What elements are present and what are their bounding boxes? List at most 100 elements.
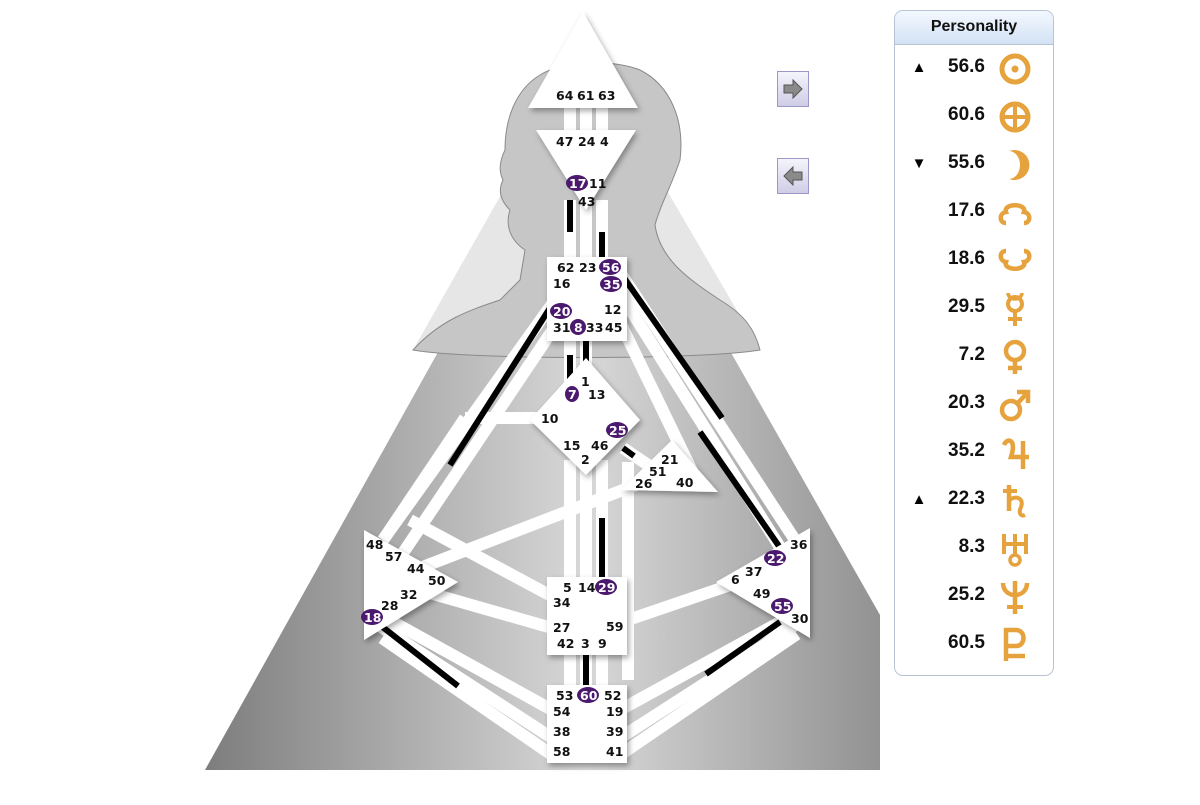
gate-label: 39 [606,724,623,739]
gate-label: 50 [428,573,446,588]
previous-button[interactable] [777,158,809,194]
personality-value: 60.5 [948,632,985,653]
personality-value: 25.2 [948,584,985,605]
gate-label: 47 [556,134,573,149]
gate-label: 12 [604,302,621,317]
personality-row: 20.3 [895,381,1053,429]
gate-label: 38 [553,724,570,739]
gate-label: 15 [563,438,580,453]
spleen-center [364,530,458,640]
head-center [528,12,638,108]
gate-label: 1 [581,374,590,389]
gate-label: 60 [580,688,598,703]
gate-label: 35 [603,277,620,292]
gate-label: 5 [563,580,572,595]
activation-marker [361,609,383,625]
personality-row: 17.6 [895,189,1053,237]
gate-label: 27 [553,620,570,635]
personality-title: Personality [895,11,1053,45]
venus-icon [995,337,1035,377]
gate-label: 30 [791,611,809,626]
gate-label: 23 [579,260,596,275]
gate-label: 49 [753,586,770,601]
activation-marker [566,175,588,191]
mercury-icon [995,289,1035,329]
personality-row: 8.3 [895,525,1053,573]
gate-label: 7 [568,387,577,402]
activation-marker [565,386,579,402]
mars-icon [995,385,1035,425]
activation-marker [600,276,622,292]
gate-label: 63 [598,88,615,103]
personality-row: 35.2 [895,429,1053,477]
gate-label: 31 [553,320,570,335]
personality-value: 60.6 [948,104,985,125]
gate-label: 13 [588,387,605,402]
gate-label: 6 [731,572,740,587]
gate-label: 61 [577,88,594,103]
gate-label: 11 [589,176,606,191]
activation-marker [771,598,793,614]
gate-label: 18 [364,610,381,625]
ego-center [621,440,718,492]
gate-label: 52 [604,688,621,703]
sun-icon [995,49,1035,89]
gate-label: 57 [385,549,402,564]
south-node-icon [995,241,1035,281]
gate-label: 58 [553,744,570,759]
personality-value: 20.3 [948,392,985,413]
gate-label: 22 [767,551,784,566]
personality-value: 56.6 [948,56,985,77]
earth-icon [995,97,1035,137]
north-node-icon [995,193,1035,233]
activation-marker [595,579,617,595]
gate-label: 20 [553,304,571,319]
gate-label: 37 [745,564,762,579]
exalted-arrow-icon: ▲ [911,59,927,76]
gate-label: 34 [553,595,571,610]
ajna-center [536,130,636,210]
channel-defined-segments [378,200,786,689]
personality-row: ▼ 55.6 [895,141,1053,189]
gate-label: 19 [606,704,623,719]
gate-label: 21 [661,452,678,467]
personality-row: 18.6 [895,237,1053,285]
gate-label: 48 [366,537,383,552]
pluto-icon [995,625,1035,665]
gate-label: 64 [556,88,574,103]
gate-label: 3 [581,636,590,651]
personality-value: 55.6 [948,152,985,173]
detriment-arrow-icon: ▼ [911,155,927,172]
activation-marker [570,319,586,335]
personality-value: 22.3 [948,488,985,509]
personality-row: 60.5 [895,621,1053,669]
gate-label: 8 [574,320,583,335]
centers [364,12,810,763]
gate-label: 24 [578,134,596,149]
gate-label: 17 [569,176,586,191]
activation-marker [577,687,599,703]
gate-label: 29 [598,580,615,595]
next-button[interactable] [777,71,809,107]
gate-label: 26 [635,476,653,491]
uranus-icon [995,529,1035,569]
gate-label: 56 [602,260,620,275]
gate-label: 16 [553,276,571,291]
personality-row: ▲22.3 [895,477,1053,525]
personality-row: 7.2 [895,333,1053,381]
gate-label: 53 [556,688,573,703]
personality-value: 17.6 [948,200,985,221]
gate-label: 54 [553,704,571,719]
gate-label: 43 [578,194,595,209]
activation-markers [361,175,793,703]
gate-label: 28 [381,598,398,613]
gate-label: 51 [649,464,666,479]
gate-label: 44 [407,561,425,576]
gate-label: 10 [541,411,559,426]
g-center [530,358,640,475]
gate-label: 45 [605,320,622,335]
gate-label: 55 [774,599,791,614]
left-arrow-icon [783,166,803,186]
gate-label: 4 [600,134,609,149]
